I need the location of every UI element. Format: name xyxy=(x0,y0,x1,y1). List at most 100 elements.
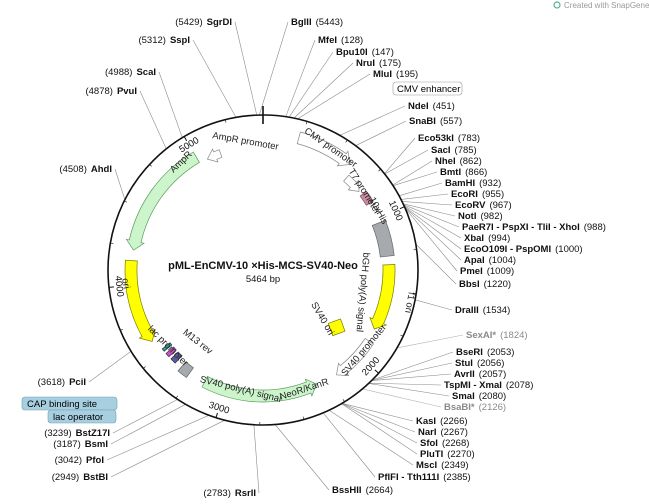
ring-tick xyxy=(215,412,218,418)
site-label-right: BglII (5443) xyxy=(291,17,343,28)
site-position: (2057) xyxy=(479,369,506,380)
site-position: (994) xyxy=(488,233,510,244)
site-label-right: PmeI (1009) xyxy=(460,266,514,277)
site-leader xyxy=(274,424,330,491)
site-position: (982) xyxy=(480,211,502,222)
site-name: PmeI xyxy=(460,266,483,277)
sv40-polya-box xyxy=(177,361,194,378)
cmv-enhancer-callout: CMV enhancer xyxy=(392,81,463,96)
site-name: BbsI xyxy=(459,279,480,290)
site-leader xyxy=(368,383,450,397)
site-leader xyxy=(339,105,406,136)
site-leader xyxy=(400,193,449,200)
site-position: (932) xyxy=(479,178,501,189)
leader-lines xyxy=(88,21,464,494)
site-name: StuI xyxy=(455,358,473,369)
site-label-right: PluTI (2270) xyxy=(420,449,475,460)
site-name: ApaI xyxy=(464,255,485,266)
site-position: (1009) xyxy=(487,266,514,277)
site-label-right: BbsI(1220) xyxy=(459,279,511,290)
site-label-right: NruI(175) xyxy=(356,58,401,69)
sv40-ori-box xyxy=(327,318,346,337)
site-name: PaeR7I - PspXI - TliI - XhoI xyxy=(462,222,580,233)
site-label-left: (5429)SgrDI xyxy=(175,17,232,28)
site-position: (147) xyxy=(372,47,394,58)
site-position: (2664) xyxy=(366,485,393,496)
site-name: PciI xyxy=(69,377,86,388)
site-label-right: ApaI (1004) xyxy=(464,255,516,266)
site-label-right: MluI(195) xyxy=(373,69,418,80)
site-label-left: (2949)BstBI xyxy=(52,472,108,483)
site-leader xyxy=(322,412,376,478)
site-label-right: SexAI*(1824) xyxy=(466,330,528,341)
site-leader xyxy=(192,39,237,118)
ring-tick-label: 4000 xyxy=(112,275,125,297)
ring-tick xyxy=(175,395,178,399)
plasmid-length: 5464 bp xyxy=(246,274,280,285)
site-name: BsaBI* xyxy=(444,402,475,413)
site-leader xyxy=(253,424,260,494)
site-label-right: SnaBI(557) xyxy=(409,116,462,127)
site-label-left: (2783)RsrII xyxy=(203,488,256,499)
site-label-right: Eco53kI(783) xyxy=(418,133,480,144)
site-name: NruI xyxy=(356,58,375,69)
site-position: (1824) xyxy=(500,330,527,341)
site-label-right: StuI(2056) xyxy=(455,358,504,369)
feature-arrows xyxy=(124,131,396,403)
site-leader xyxy=(355,120,407,146)
site-name: PluTI xyxy=(420,449,443,460)
site-position: (2080) xyxy=(479,391,506,402)
ampr-promoter-arrow xyxy=(206,148,223,163)
credit-text: Created with SnapGene® xyxy=(564,1,649,10)
site-label-right: MfeI(128) xyxy=(318,35,363,46)
site-label-right: Bpu10I (147) xyxy=(336,47,394,58)
site-leader xyxy=(259,21,289,116)
site-position: (2078) xyxy=(506,380,533,391)
site-leader xyxy=(234,21,258,116)
ring-tick xyxy=(183,136,188,142)
site-label-right: AvrII(2057) xyxy=(454,369,506,380)
site-leader xyxy=(404,207,458,272)
site-name: SmaI xyxy=(452,391,475,402)
site-leader xyxy=(368,382,442,386)
site-label-right: EcoO109I - PspOMI(1000) xyxy=(464,244,583,255)
cap-site-box xyxy=(161,342,173,352)
site-leader xyxy=(403,204,460,228)
site-leader xyxy=(112,399,178,434)
site-position: (2270) xyxy=(447,449,474,460)
site-name: MscI xyxy=(416,460,437,471)
site-label-right: PflFI - Tth111I(2385) xyxy=(378,472,471,483)
site-name: Bpu10I xyxy=(336,47,368,58)
ring-tick xyxy=(120,328,124,331)
site-label-left: (3187)BsmI xyxy=(53,439,108,450)
ampr-arrow xyxy=(125,151,200,251)
site-position: (3239) xyxy=(44,428,71,439)
site-leader xyxy=(415,243,457,285)
site-name: SgrDI xyxy=(207,17,232,28)
site-name: SacI xyxy=(431,145,451,156)
site-name: SfoI xyxy=(420,438,438,449)
cap-binding-site-callout: CAP binding site xyxy=(21,396,118,411)
site-leader xyxy=(285,39,316,117)
ring-tick xyxy=(224,119,227,123)
site-leader xyxy=(404,207,462,261)
site-position: (866) xyxy=(465,167,487,178)
t7-promoter-arrow xyxy=(343,174,360,192)
ring-tick xyxy=(149,164,152,167)
neor-label: NeoR/KanR xyxy=(278,377,330,403)
lac-operator-callout: lac operator xyxy=(47,409,117,424)
site-name: PflFI - Tth111I xyxy=(378,472,439,483)
site-position: (1004) xyxy=(489,255,516,266)
site-position: (988) xyxy=(584,222,606,233)
ampr-promoter-label: AmpR promoter xyxy=(211,130,279,152)
site-name: BssHII xyxy=(332,485,362,496)
site-position: (5443) xyxy=(316,17,343,28)
site-position: (955) xyxy=(482,189,504,200)
site-leader xyxy=(415,299,453,311)
site-position: (4878) xyxy=(85,86,112,97)
site-leader xyxy=(293,62,354,119)
site-name: BglII xyxy=(291,17,312,28)
ring-tick xyxy=(110,242,114,244)
site-position: (451) xyxy=(433,101,455,112)
